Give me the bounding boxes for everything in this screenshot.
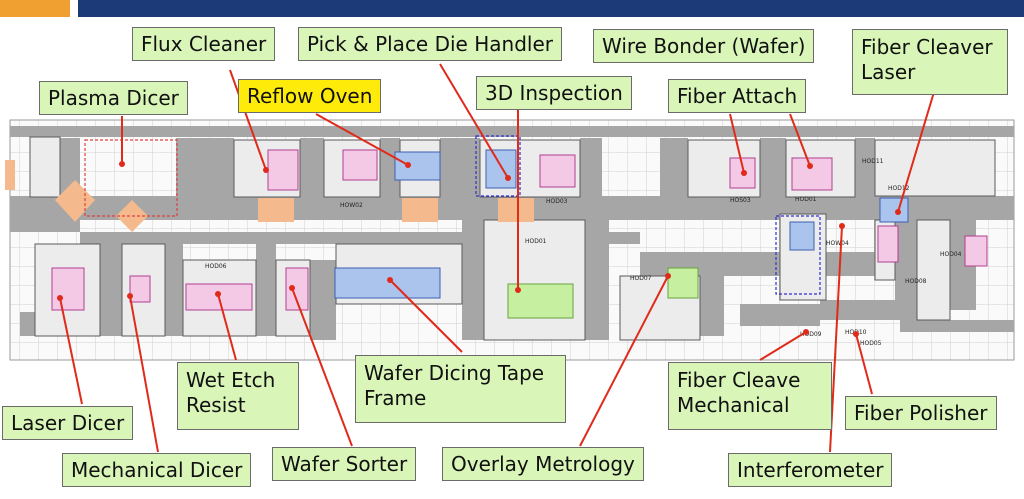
label-fiber-polisher: Fiber Polisher xyxy=(845,396,997,430)
label-wire-bonder: Wire Bonder (Wafer) xyxy=(593,29,815,63)
label-flux-cleaner: Flux Cleaner xyxy=(132,27,276,61)
label-mechanical-dicer: Mechanical Dicer xyxy=(62,453,252,487)
room-code: HOD11 xyxy=(862,158,884,165)
arrow-fiber-polisher xyxy=(855,333,873,395)
arrow-fiber-cleaver-laser xyxy=(897,91,935,213)
label-interferometer: Interferometer xyxy=(728,453,893,487)
label-wafer-dicing-tape-frame: Wafer Dicing Tape Frame xyxy=(355,355,566,423)
arrow-wire-bonder xyxy=(729,113,745,174)
label-wet-etch-resist: Wet Etch Resist xyxy=(177,362,299,430)
room-code: HOD08 xyxy=(905,278,927,285)
arrow-overlay-metrology xyxy=(579,275,669,447)
label-3d-inspection: 3D Inspection xyxy=(476,76,632,110)
room-code: HOD04 xyxy=(940,251,962,258)
arrow-laser-dicer xyxy=(59,297,83,405)
label-laser-dicer: Laser Dicer xyxy=(2,406,134,440)
arrow-pick-place xyxy=(439,63,509,179)
label-fiber-cleave-mechanical: Fiber Cleave Mechanical xyxy=(668,362,832,430)
label-wafer-sorter: Wafer Sorter xyxy=(272,447,417,481)
arrow-wet-etch xyxy=(217,293,237,361)
dashed-outlines xyxy=(84,135,821,295)
arrow-reflow-oven xyxy=(315,113,409,166)
room-code: HOD09 xyxy=(800,331,822,338)
label-fiber-cleaver-laser: Fiber Cleaver Laser xyxy=(852,29,1008,95)
label-fiber-attach: Fiber Attach xyxy=(668,79,807,113)
arrow-interferometer xyxy=(829,225,843,453)
room-code: HOD05 xyxy=(860,340,882,347)
label-pick-place-die-handler: Pick & Place Die Handler xyxy=(298,27,562,61)
header-accent-bar xyxy=(0,0,70,17)
tools-pink xyxy=(51,149,988,311)
arrow-fiber-cleave-mech xyxy=(759,331,807,361)
arrow-fiber-attach xyxy=(789,113,811,167)
label-reflow-oven: Reflow Oven xyxy=(238,79,382,113)
header-bar xyxy=(78,0,1024,17)
room-code: HOW04 xyxy=(826,240,849,247)
arrow-wafer-sorter xyxy=(291,287,353,447)
room-code: HOD12 xyxy=(888,185,910,192)
room-code: HOD06 xyxy=(205,263,227,270)
room-code: HOD01 xyxy=(795,196,817,203)
room-code: HOD07 xyxy=(630,275,652,282)
label-overlay-metrology: Overlay Metrology xyxy=(442,447,644,481)
callout-arrows xyxy=(59,63,935,453)
arrow-flux-cleaner xyxy=(229,69,267,171)
room-code: HOD01 xyxy=(525,238,547,245)
arrow-wafer-dicing xyxy=(389,279,463,353)
arrow-heads xyxy=(57,161,901,337)
label-plasma-dicer: Plasma Dicer xyxy=(39,81,188,115)
arrow-mechanical-dicer xyxy=(129,295,159,453)
room-code: HOD03 xyxy=(546,198,568,205)
tools-blue xyxy=(334,149,909,299)
room-code: HOW02 xyxy=(340,202,363,209)
room-code: HOS03 xyxy=(730,197,751,204)
